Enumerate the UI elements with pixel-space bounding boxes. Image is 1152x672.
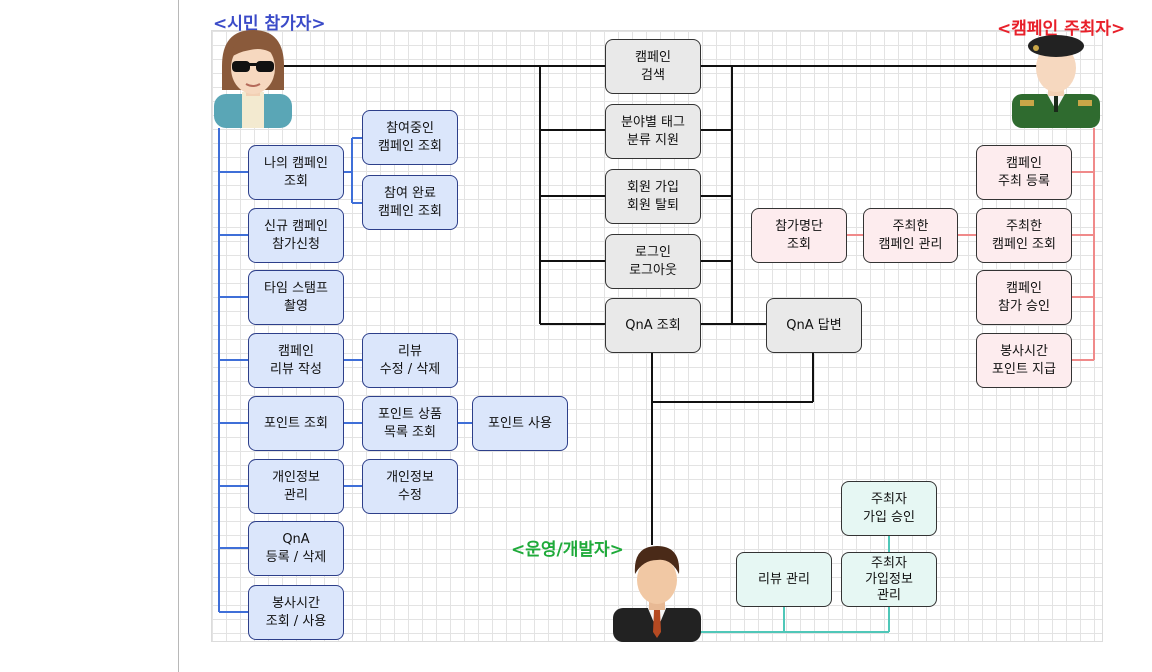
host-connectors <box>846 128 1095 361</box>
businessman-avatar-icon <box>613 546 701 642</box>
participant-roster-box[interactable]: 참가명단 조회 <box>751 208 847 263</box>
hosted-campaign-view-box[interactable]: 주최한 캠페인 조회 <box>976 208 1072 263</box>
soldier-with-beret-avatar-icon <box>1012 35 1100 128</box>
volunteer-hours-box[interactable]: 봉사시간 조회 / 사용 <box>248 585 344 640</box>
point-use-box[interactable]: 포인트 사용 <box>472 396 568 451</box>
joining-campaign-box[interactable]: 참여중인 캠페인 조회 <box>362 110 458 165</box>
qna-register-box[interactable]: QnA 등록 / 삭제 <box>248 521 344 576</box>
campaign-register-box[interactable]: 캠페인 주최 등록 <box>976 145 1072 200</box>
citizen-actor-label: <시민 참가자> <box>213 14 326 34</box>
point-view-box[interactable]: 포인트 조회 <box>248 396 344 451</box>
qna-view-box[interactable]: QnA 조회 <box>605 298 701 353</box>
qna-answer-box[interactable]: QnA 답변 <box>766 298 862 353</box>
category-tag-box[interactable]: 분야별 태그 분류 지원 <box>605 104 701 159</box>
shared-connectors <box>278 65 1045 545</box>
campaign-apply-box[interactable]: 신규 캠페인 참가신청 <box>248 208 344 263</box>
timestamp-photo-box[interactable]: 타임 스탬프 촬영 <box>248 270 344 325</box>
review-edit-box[interactable]: 리뷰 수정 / 삭제 <box>362 333 458 388</box>
host-info-manage-box[interactable]: 주최자 가입정보 관리 <box>841 552 937 607</box>
info-edit-box[interactable]: 개인정보 수정 <box>362 459 458 514</box>
campaign-search-box[interactable]: 캠페인 검색 <box>605 39 701 94</box>
host-approve-box[interactable]: 주최자 가입 승인 <box>841 481 937 536</box>
woman-with-sunglasses-avatar-icon <box>214 30 292 128</box>
participation-approve-box[interactable]: 캠페인 참가 승인 <box>976 270 1072 325</box>
host-actor-label: <캠페인 주최자> <box>997 19 1126 39</box>
hosted-campaign-manage-box[interactable]: 주최한 캠페인 관리 <box>863 208 958 263</box>
admin-actor-label: <운영/개발자> <box>511 540 624 560</box>
my-campaign-box[interactable]: 나의 캠페인 조회 <box>248 145 344 200</box>
citizen-connectors <box>218 128 472 613</box>
info-manage-box[interactable]: 개인정보 관리 <box>248 459 344 514</box>
point-goods-box[interactable]: 포인트 상품 목록 조회 <box>362 396 458 451</box>
member-join-leave-box[interactable]: 회원 가입 회원 탈퇴 <box>605 169 701 224</box>
volunteer-point-pay-box[interactable]: 봉사시간 포인트 지급 <box>976 333 1072 388</box>
login-logout-box[interactable]: 로그인 로그아웃 <box>605 234 701 289</box>
review-manage-box[interactable]: 리뷰 관리 <box>736 552 832 607</box>
page-divider-line <box>178 0 179 672</box>
joined-campaign-box[interactable]: 참여 완료 캠페인 조회 <box>362 175 458 230</box>
review-write-box[interactable]: 캠페인 리뷰 작성 <box>248 333 344 388</box>
admin-connectors <box>700 535 890 633</box>
